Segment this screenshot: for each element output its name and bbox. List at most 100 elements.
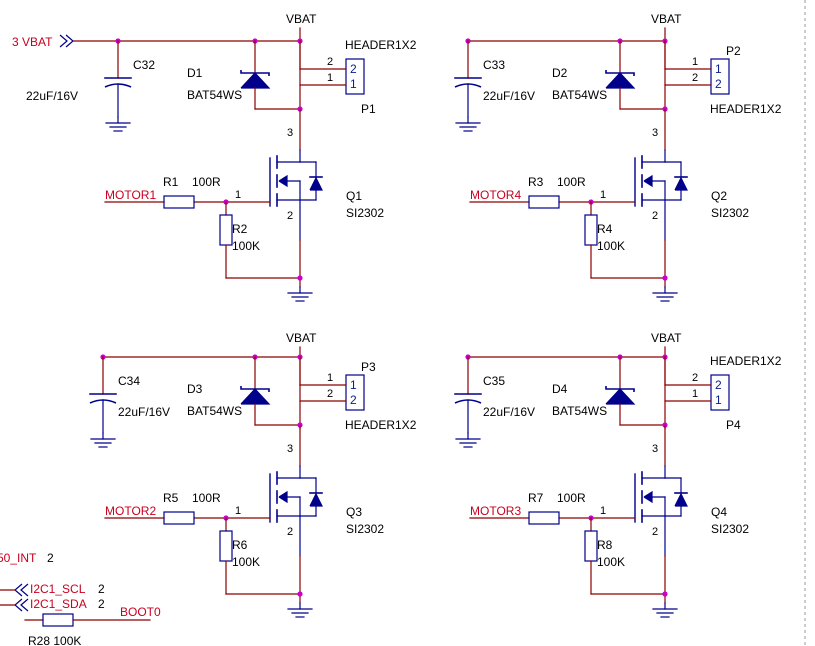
gate-resistor [163, 511, 195, 525]
vbat-label: VBAT [286, 12, 317, 26]
gate-resistor-value: 100R [192, 491, 221, 505]
pulldown-ref: R4 [597, 222, 613, 236]
ground-symbol [652, 602, 678, 618]
ground-symbol [455, 432, 481, 448]
pin-source: 2 [652, 210, 658, 222]
gate-resistor-ref: R3 [528, 175, 544, 189]
header-pin-bottom: 2 [350, 393, 357, 407]
gate-resistor-ref: R5 [163, 491, 179, 505]
pulldown-value: 100K [232, 239, 260, 253]
schottky-diode [240, 356, 301, 426]
mos-value: SI2302 [711, 206, 749, 220]
gate-resistor [528, 511, 560, 525]
capacitor [89, 356, 117, 434]
driver-block-3: VBATC3422uF/16VD3BAT54WS1212P3HEADER1X23… [89, 331, 417, 618]
pin-drain: 3 [652, 443, 658, 455]
driver-block-1: VBATC3222uF/16VD1BAT54WS2121HEADER1X2P13… [12, 12, 417, 302]
pin-gate: 1 [600, 189, 606, 201]
bd-triangle [309, 176, 323, 191]
header-body [345, 374, 365, 411]
pin-gate: 1 [235, 505, 241, 517]
header-connector [299, 40, 365, 95]
schottky-diode [240, 40, 301, 110]
junction-dot [297, 106, 303, 112]
diode-ref: D2 [552, 66, 568, 80]
pulldown-value: 100K [597, 555, 625, 569]
cap-ref: C34 [118, 374, 140, 388]
schottky-diode [605, 40, 666, 110]
pulldown-ref: R6 [232, 538, 248, 552]
header-pin-bottom: 1 [715, 393, 722, 407]
mos-ref: Q3 [346, 505, 362, 519]
pin-gate: 1 [600, 505, 606, 517]
junction-dot [297, 275, 303, 281]
wire-pin-top: 2 [327, 56, 333, 68]
header-pin-top: 1 [715, 62, 722, 76]
ground-symbol [287, 286, 313, 302]
gate-resistor-value: 100R [557, 491, 586, 505]
header-pin-top: 2 [350, 62, 357, 76]
ground-symbol [90, 432, 116, 448]
body-arrow [643, 174, 653, 188]
diode-cathode-bar [240, 70, 270, 76]
pin-drain: 3 [287, 443, 293, 455]
vbat-label: VBAT [651, 12, 682, 26]
diode-value: BAT54WS [552, 404, 607, 418]
wire-pin-top: 1 [327, 372, 333, 384]
junction-dot [662, 591, 668, 597]
header-type: HEADER1X2 [345, 418, 417, 432]
sda-arrow-2 [20, 598, 29, 612]
pulldown-value: 100K [597, 239, 625, 253]
ground-symbol [455, 116, 481, 132]
cap-value: 22uF/16V [483, 405, 535, 419]
supply-arrow-2 [65, 34, 74, 48]
diode-ref: D4 [552, 382, 568, 396]
pin-source: 2 [287, 526, 293, 538]
pin-source: 2 [287, 210, 293, 222]
schottky-diode [605, 356, 666, 426]
header-connector [299, 356, 365, 411]
header-pin-top: 1 [350, 378, 357, 392]
diode-cathode-bar [240, 386, 270, 392]
header-ref: P1 [361, 102, 376, 116]
sda-net-label: I2C1_SDA [30, 597, 87, 611]
header-body [345, 58, 365, 95]
wire-pin-top: 2 [692, 372, 698, 384]
header-pin-bottom: 2 [715, 77, 722, 91]
motor-driver-blocks: VBATC3222uF/16VD1BAT54WS2121HEADER1X2P13… [12, 12, 782, 618]
sda-pin: 2 [98, 597, 105, 611]
int-pin: 2 [47, 551, 54, 565]
mos-ref: Q1 [346, 189, 362, 203]
gate-resistor-ref: R7 [528, 491, 544, 505]
header-body [710, 374, 730, 411]
supply-net-label: 3 VBAT [12, 35, 53, 49]
bd-triangle [674, 492, 688, 507]
motor-net-label: MOTOR3 [470, 504, 521, 518]
junction-dot [662, 106, 668, 112]
body-arrow [643, 490, 653, 504]
n-mosfet [269, 109, 323, 241]
diode-value: BAT54WS [552, 88, 607, 102]
driver-block-4: VBATC3522uF/16VD4BAT54WS2121HEADER1X2P43… [454, 331, 782, 618]
header-type: HEADER1X2 [345, 38, 417, 52]
pin-drain: 3 [652, 127, 658, 139]
diode-value: BAT54WS [187, 404, 242, 418]
junction-dot [297, 591, 303, 597]
n-mosfet [269, 425, 323, 557]
junction-dot [662, 275, 668, 281]
pin-drain: 3 [287, 127, 293, 139]
pulldown-ref: R2 [232, 222, 248, 236]
mos-ref: Q2 [711, 189, 727, 203]
scl-net-label: I2C1_SCL [30, 582, 86, 596]
driver-block-2: VBATC3322uF/16VD2BAT54WS1212P2HEADER1X23… [454, 12, 782, 302]
cap-value: 22uF/16V [26, 89, 78, 103]
pin-source: 2 [652, 526, 658, 538]
junction-dot [662, 422, 668, 428]
cap-value: 22uF/16V [483, 89, 535, 103]
supply-port: 3 VBAT [12, 34, 74, 49]
diode-ref: D3 [187, 382, 203, 396]
junction-dot [297, 422, 303, 428]
diode-cathode-bar [605, 70, 635, 76]
motor-net-label: MOTOR2 [105, 504, 156, 518]
gate-resistor-value: 100R [192, 175, 221, 189]
